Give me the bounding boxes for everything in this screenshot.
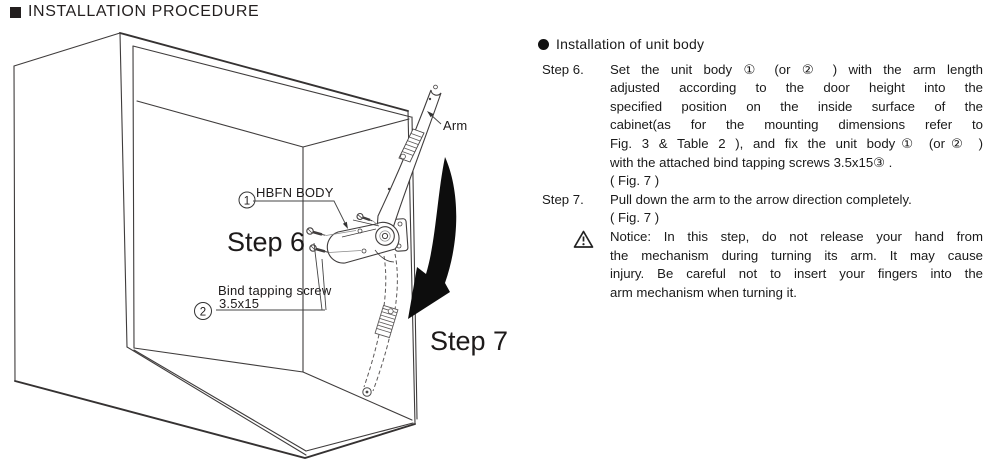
installation-diagram: 1 HBFN BODY Step 6 2 Bind tapping screw …	[13, 32, 508, 459]
cabinet-drawing	[13, 32, 418, 459]
arm-ratchet-band	[398, 128, 425, 163]
step-7-text: Pull down the arm to the arrow direction…	[610, 191, 983, 228]
text-line: specified position on the inside surface…	[610, 98, 983, 114]
step-6-row: Step 6. Set the unit body ① (or ② ) with…	[537, 61, 987, 191]
step-6-label: Step 6	[227, 227, 305, 257]
notice-text: Notice: In this step, do not release you…	[610, 228, 983, 302]
notice-row: Notice: In this step, do not release you…	[537, 228, 987, 302]
callout-1-number: 1	[244, 195, 250, 207]
instructions-panel: Installation of unit body Step 6. Set th…	[537, 35, 987, 302]
instructions-heading: Installation of unit body	[556, 36, 705, 52]
title-square-icon	[10, 6, 21, 18]
callout-1: 1	[238, 191, 256, 209]
screw-icon	[306, 227, 326, 236]
callout-2: 2	[194, 302, 212, 320]
text-line: the mechanism during turning its arm. It…	[610, 247, 983, 263]
diagram-labels: 1 HBFN BODY Step 6 2 Bind tapping screw …	[194, 111, 508, 356]
hbfn-unit-body	[306, 84, 442, 264]
page-title: INSTALLATION PROCEDURE	[10, 3, 259, 21]
text-line: ( Fig. 7 )	[610, 210, 660, 226]
rotation-arrow	[408, 157, 457, 319]
text-line: adjusted according to the door height in…	[610, 80, 983, 96]
notice-gutter	[537, 228, 610, 255]
arm	[376, 84, 442, 231]
hbfn-body-label: HBFN BODY	[256, 185, 334, 200]
step-7-label: Step 7	[430, 326, 508, 356]
screw-icon	[356, 212, 373, 222]
arm-ghost-ratchet	[374, 304, 399, 339]
text-line: Fig. 3 & Table 2 ), and fix the unit bod…	[610, 135, 983, 151]
pivot	[375, 226, 395, 246]
step-7-row: Step 7. Pull down the arm to the arrow d…	[537, 191, 987, 228]
text-line: arm mechanism when turning it.	[610, 284, 797, 300]
page-title-text: INSTALLATION PROCEDURE	[28, 3, 260, 20]
text-line: Set the unit body ① (or ② ) with the arm…	[610, 61, 983, 77]
warning-icon	[573, 230, 594, 248]
screw-icon	[309, 244, 329, 253]
bullet-icon	[538, 38, 549, 50]
text-line: injury. Be careful not to insert your fi…	[610, 266, 983, 282]
bind-screw-label-line2: 3.5x15	[219, 296, 259, 311]
text-line: with the attached bind tapping screws 3.…	[610, 154, 893, 170]
step-6-number: Step 6.	[542, 61, 584, 77]
instructions-header: Installation of unit body	[538, 35, 987, 54]
arm-ghost-position	[362, 253, 399, 397]
text-line: cabinet(as for the mounting dimensions r…	[610, 117, 983, 133]
step-6-text: Set the unit body ① (or ② ) with the arm…	[610, 61, 983, 191]
text-line: Pull down the arm to the arrow direction…	[610, 191, 912, 207]
step-7-number: Step 7.	[542, 191, 584, 207]
text-line: ( Fig. 7 )	[610, 173, 660, 189]
bind-screw-label-line1: Bind tapping screw	[218, 283, 332, 298]
text-line: Notice: In this step, do not release you…	[610, 228, 983, 244]
callout-2-number: 2	[200, 306, 206, 318]
arm-label: Arm	[443, 118, 467, 133]
